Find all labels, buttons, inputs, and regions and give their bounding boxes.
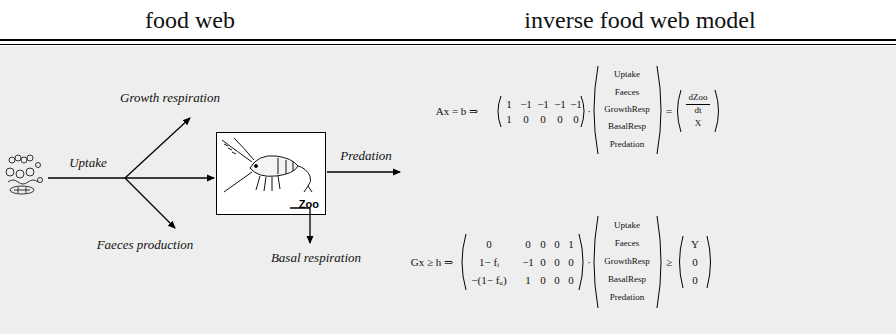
vector-cell: BasalResp bbox=[608, 275, 646, 285]
matrix-cell: 0 bbox=[557, 113, 563, 125]
compartment-box: Zoo bbox=[216, 132, 326, 215]
matrix-cell: 0 bbox=[540, 113, 546, 125]
matrix-cell: 0 bbox=[554, 256, 560, 268]
operator: = bbox=[666, 105, 672, 117]
vector-cell: Uptake bbox=[614, 221, 640, 231]
matrix-cell: 0 bbox=[525, 238, 531, 250]
operator: · bbox=[587, 256, 591, 268]
matrix-cell: 1 bbox=[506, 98, 512, 110]
vector-cell: BasalResp bbox=[608, 122, 646, 132]
flux-label: Faeces production bbox=[97, 238, 194, 252]
matrix-brackets bbox=[498, 66, 719, 154]
flux-label: Uptake bbox=[69, 156, 107, 170]
vector-cell: Predation bbox=[610, 293, 645, 303]
compartment-name: Zoo bbox=[299, 198, 319, 210]
vector-cell: GrowthResp bbox=[604, 105, 650, 115]
matrix-cell: 0 bbox=[540, 256, 546, 268]
matrix-cell: 0 bbox=[540, 238, 546, 250]
matrix-cell: 0 bbox=[554, 238, 560, 250]
matrix-cell: −1 bbox=[537, 98, 549, 110]
matrix-cell: 0 bbox=[540, 274, 546, 286]
copepod-illustration bbox=[222, 138, 312, 192]
vector-cell: 0 bbox=[692, 256, 698, 268]
phytoplankton-icon bbox=[6, 155, 43, 194]
matrix-brackets bbox=[462, 216, 711, 308]
matrix-cell: 0 bbox=[573, 113, 579, 125]
matrix-cell: −1 bbox=[554, 98, 566, 110]
flux-label: Growth respiration bbox=[120, 91, 220, 105]
matrix-cell: −1 bbox=[522, 256, 534, 268]
heading-rule bbox=[0, 39, 896, 41]
heading: inverse food web model bbox=[524, 7, 755, 33]
matrix-cell: 0 bbox=[523, 113, 529, 125]
vector-cell: Predation bbox=[610, 140, 645, 150]
matrix-cell: 1 bbox=[525, 274, 531, 286]
equation-lhs: Gx ≥ h ⇒ bbox=[411, 256, 453, 268]
vector-cell: Uptake bbox=[614, 70, 640, 80]
matrix-cell: 0 bbox=[568, 256, 574, 268]
matrix-cell: 0 bbox=[568, 274, 574, 286]
vector-cell: Faeces bbox=[615, 88, 640, 98]
vector-cell: 0 bbox=[692, 274, 698, 286]
matrix-cell: −1 bbox=[520, 98, 532, 110]
vector-cell: Y bbox=[691, 238, 699, 250]
matrix-cell: 0 bbox=[554, 274, 560, 286]
flux-label: Basal respiration bbox=[271, 251, 361, 265]
matrix-cell: 0 bbox=[486, 238, 492, 250]
operator: ≥ bbox=[666, 256, 672, 268]
equation-lhs: Ax = b ⇒ bbox=[436, 105, 479, 117]
vector-cell: GrowthResp bbox=[604, 257, 650, 267]
matrix-cell: 1 bbox=[568, 238, 574, 250]
vector-cell: X bbox=[695, 119, 702, 129]
vector-cell: dZoo bbox=[689, 93, 708, 103]
panel-ground bbox=[0, 46, 896, 334]
flux-label: Predation bbox=[340, 149, 392, 163]
vector-cell: Faeces bbox=[615, 239, 640, 249]
matrix-cell: −1 bbox=[570, 98, 582, 110]
vector-cell: dt bbox=[694, 106, 701, 116]
heading-rule bbox=[0, 44, 896, 45]
matrix-cell: 1 bbox=[506, 113, 512, 125]
matrix-cell: 1− fᵢ bbox=[479, 256, 499, 268]
matrix-cell: −(1− fᵤ) bbox=[471, 274, 506, 286]
flux-arrows bbox=[48, 118, 400, 243]
box-ground bbox=[216, 132, 326, 215]
operator: · bbox=[587, 105, 591, 117]
heading: food web bbox=[145, 7, 235, 33]
